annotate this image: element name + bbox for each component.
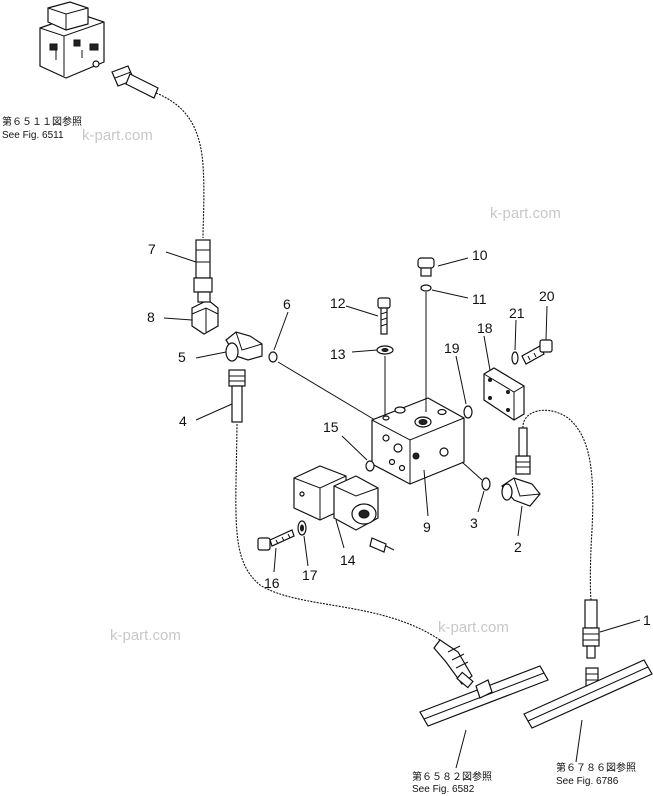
callout-18: 18 xyxy=(477,320,493,336)
part-8-elbow xyxy=(191,291,219,335)
callout-13: 13 xyxy=(330,346,346,362)
callout-6: 6 xyxy=(283,296,291,312)
callout-11: 11 xyxy=(472,291,487,307)
callout-16: 16 xyxy=(264,575,280,591)
callout-21: 21 xyxy=(509,305,525,321)
part-2-elbow xyxy=(501,427,541,507)
lower-left-hose xyxy=(235,423,474,689)
callout-7: 7 xyxy=(148,241,156,257)
reference-jp: 第６７８６図参照 xyxy=(556,761,636,774)
callout-5: 5 xyxy=(178,349,186,365)
part-6-o-ring xyxy=(268,351,278,363)
part-18-cover-plate xyxy=(483,367,525,421)
callout-14: 14 xyxy=(340,552,356,568)
part-14-solenoid-valve xyxy=(293,465,395,553)
part-1-hose-fitting xyxy=(582,599,600,659)
part-12-bolt xyxy=(377,297,391,335)
watermark: k-part.com xyxy=(82,127,153,144)
callout-8: 8 xyxy=(147,309,155,325)
callout-12: 12 xyxy=(330,295,346,311)
lower-right-pipe xyxy=(523,659,653,729)
part-10-plug xyxy=(417,257,435,277)
callout-15: 15 xyxy=(323,419,339,435)
watermark: k-part.com xyxy=(438,619,509,636)
callout-9: 9 xyxy=(423,519,431,535)
reference-jp: 第６５８２図参照 xyxy=(412,770,492,783)
reference-en: See Fig. 6786 xyxy=(556,776,619,787)
right-hose xyxy=(522,409,594,601)
reference-jp: 第６５１１図参照 xyxy=(2,115,82,128)
part-5-elbow xyxy=(225,331,263,362)
callout-3: 3 xyxy=(470,515,478,531)
part-4-hose-fitting xyxy=(228,369,246,423)
control-valve-assembly xyxy=(39,1,105,79)
part-21-washer xyxy=(511,351,519,365)
watermark: k-part.com xyxy=(110,627,181,644)
part-19-o-ring xyxy=(463,405,473,419)
lower-left-pipe xyxy=(419,665,549,727)
callout-1: 1 xyxy=(643,612,651,628)
part-9-manifold-block xyxy=(371,397,465,485)
callout-19: 19 xyxy=(444,340,460,356)
part-3-o-ring xyxy=(481,477,491,491)
part-20-bolt xyxy=(521,339,553,365)
part-15-o-ring xyxy=(365,460,375,472)
callout-2: 2 xyxy=(514,539,522,555)
reference-en: See Fig. 6582 xyxy=(412,784,475,795)
callout-17: 17 xyxy=(302,567,318,583)
callout-20: 20 xyxy=(539,288,555,304)
callout-4: 4 xyxy=(179,413,187,429)
part-11-o-ring xyxy=(420,284,432,292)
reference-en: See Fig. 6511 xyxy=(2,130,64,141)
part-7-hose-fitting xyxy=(193,239,213,293)
part-16-bolt xyxy=(257,529,295,551)
callout-10: 10 xyxy=(472,247,488,263)
upper-hose xyxy=(111,65,205,239)
watermark: k-part.com xyxy=(490,205,561,222)
